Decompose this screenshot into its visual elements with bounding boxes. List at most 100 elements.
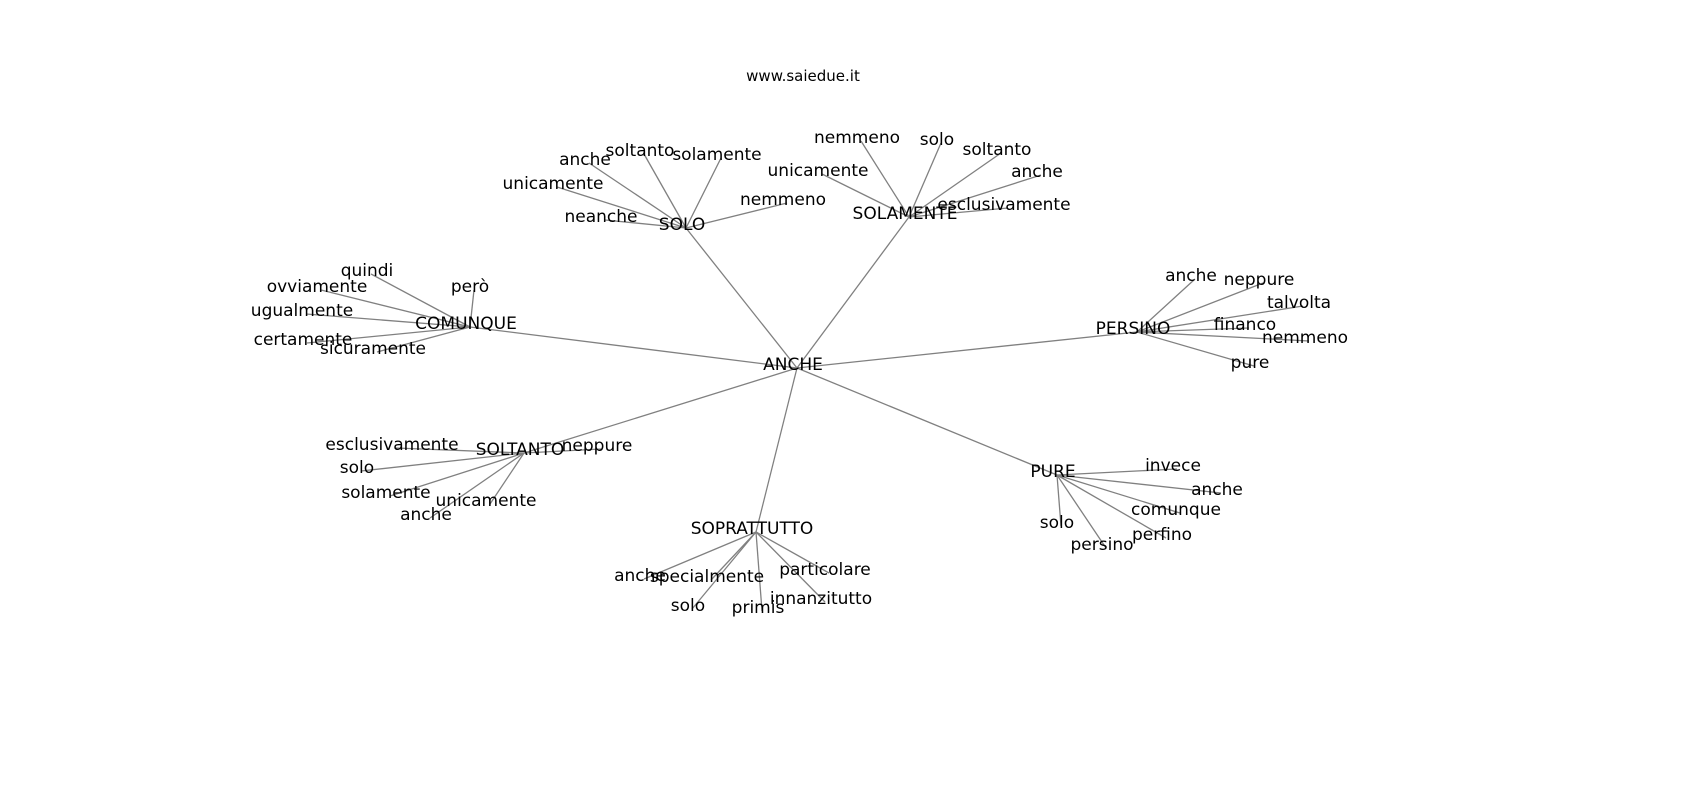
edge-soprattutto-anche [643,531,757,580]
edge-root-soprattutto [755,367,798,533]
edge-pure-comunque [1056,474,1181,514]
node-leaf[interactable]: solamente [672,145,761,165]
node-leaf[interactable]: soltanto [606,141,675,161]
edge-soprattutto-solo [691,531,757,610]
edge-soltanto-unicamente [489,452,525,505]
node-leaf[interactable]: solo [671,596,705,616]
node-leaf[interactable]: solamente [341,483,430,503]
node-leaf[interactable]: comunque [1131,500,1221,520]
node-leaf[interactable]: innanzitutto [770,589,872,609]
node-leaf[interactable]: anche [1191,480,1243,500]
node-leaf[interactable]: solo [340,458,374,478]
edge-comunque-quindi [370,273,471,328]
edge-root-soltanto [523,367,798,454]
edge-pure-invece [1056,468,1178,476]
node-leaf[interactable]: sicuramente [320,339,426,359]
node-leaf[interactable]: esclusivamente [325,435,458,455]
edge-persino-neppure [1136,282,1264,333]
node-leaf[interactable]: quindi [341,261,394,281]
node-leaf[interactable]: certamente [254,330,353,350]
node-leaf[interactable]: primis [732,598,785,618]
edge-solo-anche [588,162,687,229]
node-leaf[interactable]: invece [1145,456,1201,476]
node-hub-soltanto[interactable]: SOLTANTO [476,440,564,460]
node-leaf[interactable]: talvolta [1267,293,1331,313]
node-hub-solamente[interactable]: SOLAMENTE [853,204,958,224]
node-leaf[interactable]: esclusivamente [937,195,1070,215]
edges-layer [305,140,1310,612]
edge-root-pure [796,367,1058,476]
node-leaf[interactable]: unicamente [503,174,604,194]
node-leaf[interactable]: anche [400,505,452,525]
edge-comunque-ugualmente [305,313,471,328]
labels-layer: ANCHESOLOanchesoltantosolamenteunicament… [251,128,1348,618]
node-hub-persino[interactable]: PERSINO [1096,319,1171,339]
node-leaf[interactable]: unicamente [436,491,537,511]
node-leaf[interactable]: neppure [1224,270,1295,290]
edge-persino-nemmeno [1136,331,1310,342]
edge-solamente-nemmeno [860,140,910,218]
node-hub-pure[interactable]: PURE [1030,462,1075,482]
edge-soprattutto-particolare [755,531,830,574]
edge-solo-nemmeno [685,202,788,229]
edge-soltanto-esclusivamente [395,447,525,454]
node-leaf[interactable]: pure [1231,353,1270,373]
node-hub-soprattutto[interactable]: SOPRATTUTTO [691,519,814,539]
node-hub-solo[interactable]: SOLO [659,215,705,235]
edge-solo-solamente [685,157,722,229]
node-leaf[interactable]: soltanto [963,140,1032,160]
edge-persino-pure [1136,331,1255,367]
node-leaf[interactable]: specialmente [650,567,764,587]
edge-root-solamente [796,216,910,369]
edge-pure-persino [1056,474,1107,549]
node-leaf[interactable]: ovviamente [267,277,368,297]
edge-soprattutto-innanzitutto [755,531,826,603]
node-leaf[interactable]: perfino [1132,525,1192,545]
node-leaf[interactable]: neppure [562,436,633,456]
edge-pure-solo [1056,474,1062,527]
edge-soprattutto-primis [755,531,763,612]
edge-solo-soltanto [643,153,687,229]
node-leaf[interactable]: anche [1165,266,1217,286]
edge-pure-perfino [1056,474,1167,539]
edge-root-persino [796,331,1138,369]
edge-comunque-sicuramente [376,326,471,353]
node-leaf[interactable]: anche [1011,162,1063,182]
edge-comunque-certamente [306,326,471,344]
node-leaf[interactable]: però [451,277,489,297]
edge-root-comunque [469,326,798,369]
node-leaf[interactable]: persino [1071,535,1134,555]
edge-soltanto-neppure [523,448,602,454]
node-leaf[interactable]: solo [1040,513,1074,533]
site-title: www.saiedue.it [746,67,860,85]
node-leaf[interactable]: unicamente [768,161,869,181]
node-hub-comunque[interactable]: COMUNQUE [415,314,517,334]
edge-solamente-esclusivamente [908,207,1009,218]
node-leaf[interactable]: anche [614,566,666,586]
node-leaf[interactable]: solo [920,130,954,150]
node-leaf[interactable]: nemmeno [740,190,826,210]
edge-comunque-però [469,289,475,328]
edge-soprattutto-specialmente [710,531,757,581]
edge-persino-talvolta [1136,305,1304,333]
node-leaf[interactable]: financo [1214,315,1276,335]
edge-solamente-soltanto [908,152,1002,218]
node-leaf[interactable]: particolare [779,560,871,580]
edge-soltanto-anche [429,452,525,519]
edge-solamente-anche [908,174,1042,218]
node-leaf[interactable]: neanche [564,207,637,227]
node-leaf[interactable]: ugualmente [251,301,353,321]
node-leaf[interactable]: anche [559,150,611,170]
edge-solo-unicamente [556,186,687,229]
edge-persino-financo [1136,327,1250,333]
edge-persino-anche [1136,278,1196,333]
edge-comunque-ovviamente [320,289,471,328]
node-leaf[interactable]: nemmeno [814,128,900,148]
node-root[interactable]: ANCHE [763,355,823,375]
node-leaf[interactable]: nemmeno [1262,328,1348,348]
edge-soltanto-solo [360,452,525,472]
edge-soltanto-solamente [389,452,525,497]
edge-solamente-solo [908,142,942,218]
